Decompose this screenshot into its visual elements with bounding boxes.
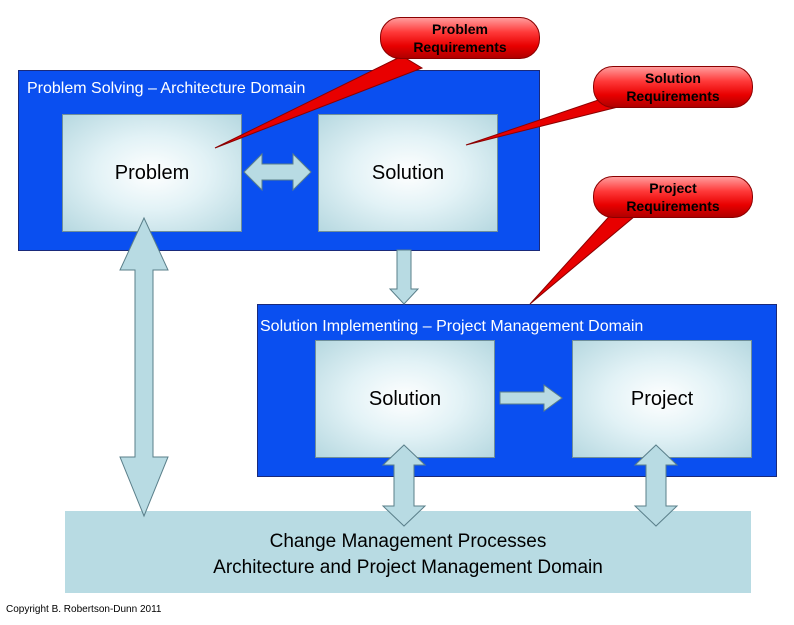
solution-requirements-callout: Solution Requirements <box>593 66 753 108</box>
solution-change-double-arrow <box>381 444 427 527</box>
project-label: Project <box>630 387 694 410</box>
problem-requirements-line1: Problem <box>431 21 488 37</box>
solution-requirements-line2: Requirements <box>626 88 720 104</box>
solution-project-arrow <box>499 384 563 412</box>
change-management-line1: Change Management Processes <box>269 531 547 552</box>
project-domain-title: Solution Implementing – Project Manageme… <box>260 318 644 335</box>
solution-architecture-label: Solution <box>371 161 445 184</box>
problem-requirements-line2: Requirements <box>413 39 507 55</box>
project-change-double-arrow <box>633 444 679 527</box>
project-requirements-callout: Project Requirements <box>593 176 753 218</box>
change-management-box: Change Management Processes Architecture… <box>65 511 751 593</box>
solution-project-box: Solution <box>315 340 495 458</box>
problem-box: Problem <box>62 114 242 232</box>
solution-requirements-line1: Solution <box>645 70 701 86</box>
architecture-domain-title: Problem Solving – Architecture Domain <box>27 80 306 97</box>
change-management-line2: Architecture and Project Management Doma… <box>213 557 603 578</box>
problem-solution-double-arrow <box>243 152 312 192</box>
problem-label: Problem <box>114 161 190 184</box>
solution-project-label: Solution <box>368 387 442 410</box>
project-requirements-line1: Project <box>649 180 697 196</box>
problem-requirements-callout: Problem Requirements <box>380 17 540 59</box>
problem-change-double-arrow <box>119 216 169 518</box>
project-requirements-pointer <box>529 209 637 305</box>
solution-down-arrow <box>388 249 420 305</box>
problem-requirements-pointer <box>214 55 424 149</box>
solution-architecture-box: Solution <box>318 114 498 232</box>
project-requirements-line2: Requirements <box>626 198 720 214</box>
copyright-text: Copyright B. Robertson-Dunn 2011 <box>6 604 162 615</box>
project-box: Project <box>572 340 752 458</box>
